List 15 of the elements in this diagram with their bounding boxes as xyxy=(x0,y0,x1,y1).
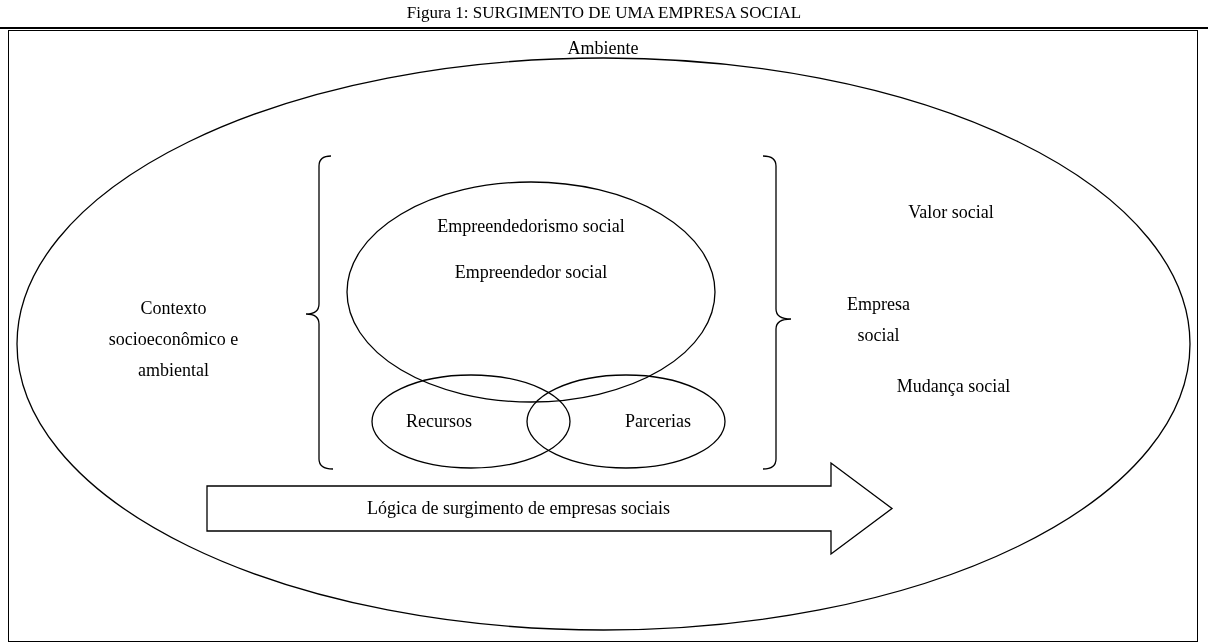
node-text: Empreendedorismo social xyxy=(436,215,626,238)
ellipse-shape xyxy=(526,374,726,469)
node-text: Parcerias xyxy=(625,410,691,433)
node-text: Lógica de surgimento de empresas sociais xyxy=(366,497,671,520)
ellipse-shape xyxy=(346,181,716,403)
label-text: Mudança social xyxy=(895,375,1012,398)
label-text: Valor social xyxy=(907,201,995,224)
figure-title: Figura 1: SURGIMENTO DE UMA EMPRESA SOCIAL xyxy=(406,2,802,24)
node-text: Recursos xyxy=(406,410,472,433)
ellipse-shape xyxy=(371,374,571,469)
node-text: Empreendedor social xyxy=(453,261,609,284)
block-arrow xyxy=(206,461,894,556)
heading-text: Ambiente xyxy=(566,37,640,60)
label-text: Contexto socioeconômico e ambiental xyxy=(107,297,240,382)
label-text: Empresa social xyxy=(846,293,911,347)
